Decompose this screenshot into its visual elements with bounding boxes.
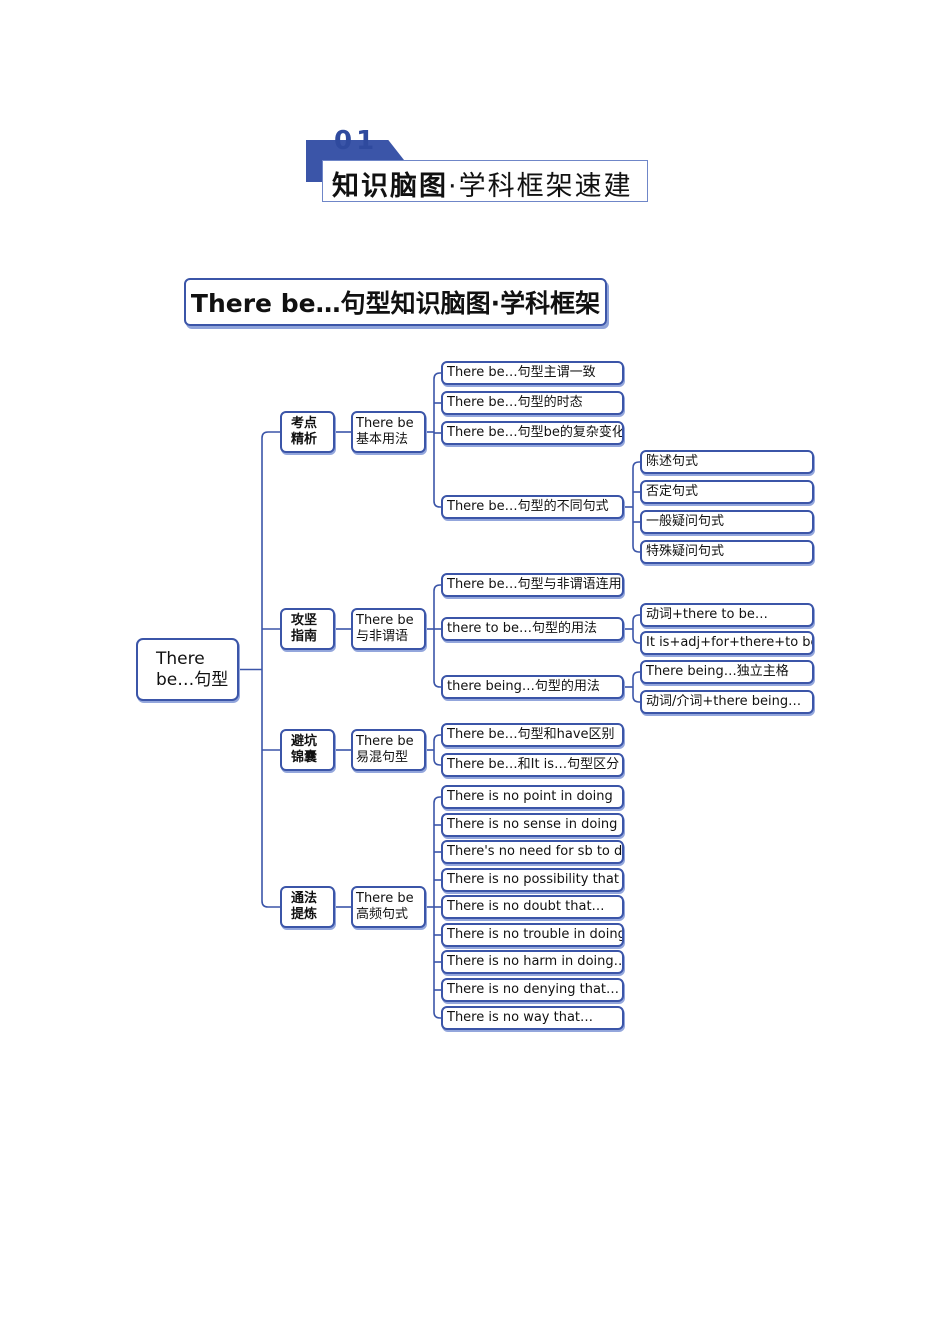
item-2-0-label: There be…句型和have区别 xyxy=(447,727,615,742)
topic-3-connector-branch-8 xyxy=(433,1011,441,1019)
item-3-7-label: There is no denying that… xyxy=(447,982,620,997)
topic-1: There be 与非谓语 xyxy=(351,608,426,650)
item-0-3-connector-branch-3 xyxy=(632,545,640,553)
item-1-1-label: there to be…句型的用法 xyxy=(447,621,597,636)
category-0-label: 考点 精析 xyxy=(291,416,318,447)
item-1-0: There be…句型与非谓语连用 xyxy=(441,573,624,597)
section-title-separator: · xyxy=(448,171,459,202)
item-3-6-label: There is no harm in doing… xyxy=(447,954,624,969)
item-3-0-label: There is no point in doing xyxy=(447,789,613,804)
item-3-3-label: There is no possibility that … xyxy=(447,872,624,887)
subitem-1-1-0: 动词+there to be… xyxy=(640,603,814,627)
item-1-1-connector-branch-1 xyxy=(632,636,640,644)
topic-3-connector-branch-0 xyxy=(433,796,441,804)
subitem-0-3-0-label: 陈述句式 xyxy=(646,454,699,469)
item-0-3-label: There be…句型的不同句式 xyxy=(447,499,609,514)
item-3-8-label: There is no way that… xyxy=(447,1010,594,1025)
item-3-4: There is no doubt that… xyxy=(441,895,624,919)
item-0-0-label: There be…句型主谓一致 xyxy=(447,365,596,380)
topic-2-label: There be 易混句型 xyxy=(356,734,414,765)
topic-3-label: There be 高频句式 xyxy=(356,891,414,922)
category-0: 考点 精析 xyxy=(280,411,335,453)
mindmap-title: There be…句型知识脑图·学科框架 xyxy=(184,278,607,326)
item-2-1-label: There be…和It is…句型区分 xyxy=(447,757,620,772)
item-0-0: There be…句型主谓一致 xyxy=(441,361,624,385)
item-0-1: There be…句型的时态 xyxy=(441,391,624,415)
subitem-1-1-1: It is+adj+for+there+to be… xyxy=(640,631,814,655)
topic-1-connector-branch-0 xyxy=(433,584,441,592)
category-1: 攻坚 指南 xyxy=(280,608,335,650)
category-3-label: 通法 提炼 xyxy=(291,891,318,922)
category-2: 避坑 锦囊 xyxy=(280,729,335,771)
item-1-0-label: There be…句型与非谓语连用 xyxy=(447,577,622,592)
item-3-3: There is no possibility that … xyxy=(441,868,624,892)
subitem-1-2-1: 动词/介词+there being… xyxy=(640,690,814,714)
subitem-0-3-1-label: 否定句式 xyxy=(646,484,699,499)
item-0-1-label: There be…句型的时态 xyxy=(447,395,583,410)
topic-0-connector-branch-0 xyxy=(433,372,441,380)
root-node-label: There be…句型 xyxy=(156,648,229,690)
item-3-2: There's no need for sb to do xyxy=(441,840,624,864)
topic-1-connector-branch-2 xyxy=(433,680,441,688)
subitem-0-3-3-label: 特殊疑问句式 xyxy=(646,544,725,559)
item-2-1: There be…和It is…句型区分 xyxy=(441,753,624,777)
section-title: 知识脑图·学科框架速建 xyxy=(332,164,633,203)
item-3-5: There is no trouble in doing xyxy=(441,923,624,947)
subitem-1-2-0: There being…独立主格 xyxy=(640,660,814,684)
item-3-4-label: There is no doubt that… xyxy=(447,899,605,914)
section-title-bold: 知识脑图 xyxy=(332,171,448,202)
category-2-label: 避坑 锦囊 xyxy=(291,734,318,765)
banner-tab xyxy=(306,140,404,160)
item-0-3: There be…句型的不同句式 xyxy=(441,495,624,519)
root-node: There be…句型 xyxy=(136,638,239,701)
item-3-6: There is no harm in doing… xyxy=(441,950,624,974)
subitem-1-2-1-label: 动词/介词+there being… xyxy=(646,694,802,709)
subitem-0-3-1: 否定句式 xyxy=(640,480,814,504)
item-3-5-label: There is no trouble in doing xyxy=(447,927,624,942)
section-number: 01 xyxy=(334,126,379,156)
topic-0-label: There be 基本用法 xyxy=(356,416,414,447)
root-connector-branch-0 xyxy=(261,431,280,439)
item-1-2-label: there being…句型的用法 xyxy=(447,679,600,694)
item-0-2: There be…句型be的复杂变化 xyxy=(441,421,624,445)
topic-2: There be 易混句型 xyxy=(351,729,426,771)
subitem-1-1-1-label: It is+adj+for+there+to be… xyxy=(646,635,814,650)
item-3-1-label: There is no sense in doing xyxy=(447,817,618,832)
section-title-rest: 学科框架速建 xyxy=(458,171,633,202)
banner-tab-edge xyxy=(306,140,322,182)
topic-2-connector-branch-0 xyxy=(433,734,441,742)
item-1-2-connector-branch-1 xyxy=(632,695,640,703)
section-title-box xyxy=(322,160,648,202)
item-1-1: there to be…句型的用法 xyxy=(441,617,624,641)
subitem-0-3-2-label: 一般疑问句式 xyxy=(646,514,725,529)
topic-0-connector-branch-3 xyxy=(433,500,441,508)
item-0-2-label: There be…句型be的复杂变化 xyxy=(447,425,624,440)
item-3-8: There is no way that… xyxy=(441,1006,624,1030)
subitem-0-3-2: 一般疑问句式 xyxy=(640,510,814,534)
item-3-7: There is no denying that… xyxy=(441,978,624,1002)
item-3-1: There is no sense in doing xyxy=(441,813,624,837)
topic-2-connector-branch-1 xyxy=(433,758,441,766)
topic-3: There be 高频句式 xyxy=(351,886,426,928)
subitem-0-3-0: 陈述句式 xyxy=(640,450,814,474)
item-2-0: There be…句型和have区别 xyxy=(441,723,624,747)
category-3: 通法 提炼 xyxy=(280,886,335,928)
item-3-2-label: There's no need for sb to do xyxy=(447,844,624,859)
item-3-0: There is no point in doing xyxy=(441,785,624,809)
item-1-2: there being…句型的用法 xyxy=(441,675,624,699)
subitem-1-2-0-label: There being…独立主格 xyxy=(646,664,789,679)
topic-1-label: There be 与非谓语 xyxy=(356,613,414,644)
root-connector-branch-3 xyxy=(261,900,280,908)
section-banner: 01 知识脑图·学科框架速建 xyxy=(306,126,650,206)
item-1-1-connector-branch-0 xyxy=(632,614,640,622)
category-1-label: 攻坚 指南 xyxy=(291,613,318,644)
item-1-2-connector-branch-0 xyxy=(632,671,640,679)
subitem-1-1-0-label: 动词+there to be… xyxy=(646,607,768,622)
subitem-0-3-3: 特殊疑问句式 xyxy=(640,540,814,564)
topic-0: There be 基本用法 xyxy=(351,411,426,453)
item-0-3-connector-branch-0 xyxy=(632,461,640,469)
